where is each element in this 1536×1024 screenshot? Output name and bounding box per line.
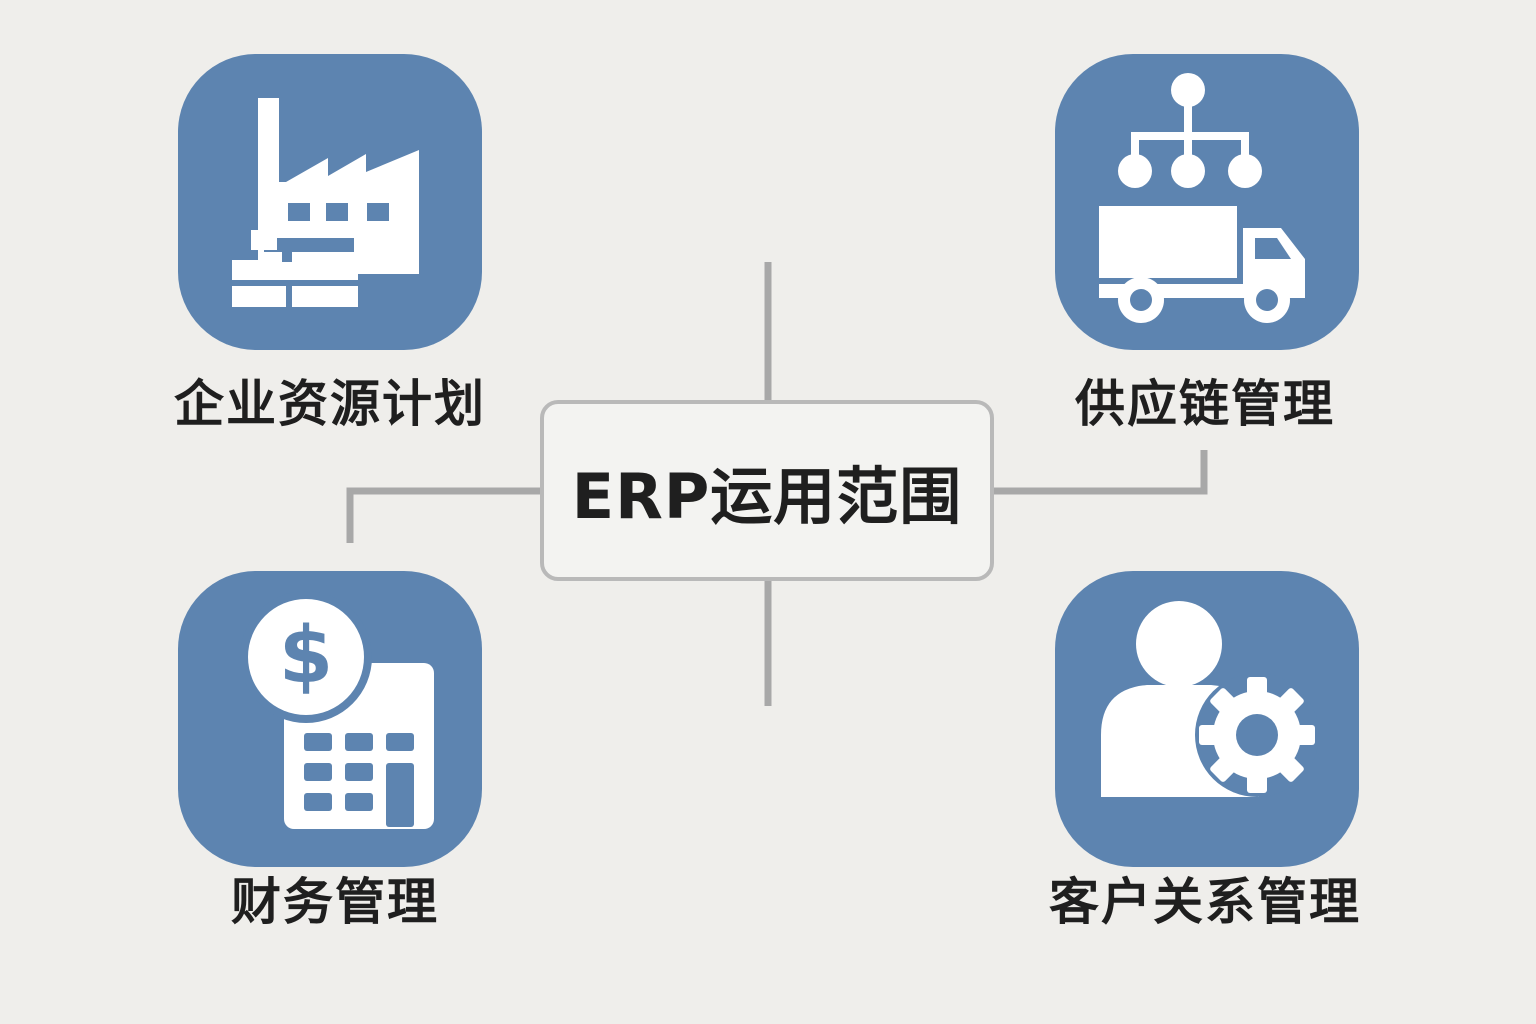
connector-right (994, 450, 1208, 495)
supply-chain-truck-icon (1099, 73, 1305, 323)
label-crm: 客户关系管理 (1049, 873, 1361, 931)
finance-tile: $ (178, 571, 482, 867)
center-title: ERP运用范围 (571, 459, 963, 533)
finance-calculator-icon: $ (240, 591, 434, 829)
connector-left (346, 487, 540, 543)
label-erp-planning: 企业资源计划 (174, 375, 486, 433)
factory-icon (232, 98, 419, 307)
crm-tile (1055, 571, 1359, 867)
factory-tile (178, 54, 482, 350)
center-box: ERP运用范围 (540, 400, 994, 581)
label-supply-chain: 供应链管理 (1075, 375, 1335, 433)
svg-text:$: $ (279, 611, 333, 701)
user-gear-icon (1101, 601, 1319, 797)
label-finance: 财务管理 (231, 873, 439, 931)
supply-chain-tile (1055, 54, 1359, 350)
